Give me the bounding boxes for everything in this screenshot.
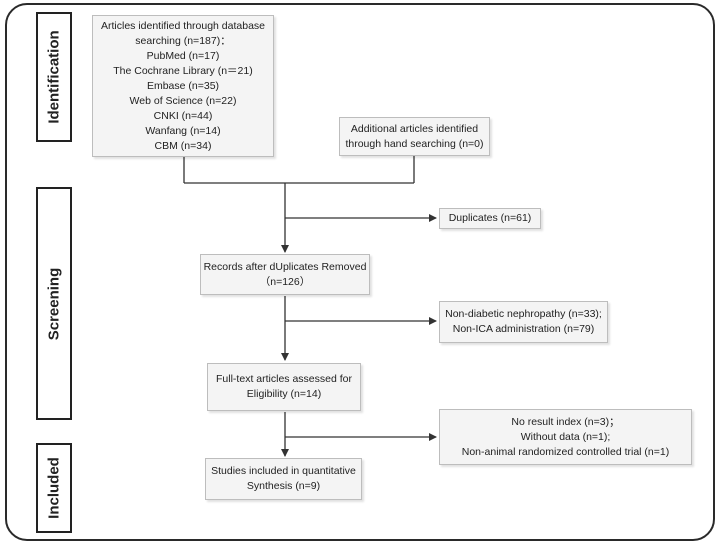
box-text-line: Without data (n=1); <box>520 430 611 443</box>
stage-included: Included <box>36 443 72 533</box>
box-text-line: PubMed (n=17) <box>146 49 220 62</box>
diagram-frame <box>5 3 715 541</box>
box-text-line: Wanfang (n=14) <box>145 124 221 137</box>
box-text-line: Eligibility (n=14) <box>246 388 322 400</box>
box-text-line: Non-diabetic nephropathy (n=33); <box>445 308 602 320</box>
box-text-line: （n=126） <box>259 275 311 288</box>
box-text-line: Synthesis (n=9) <box>246 480 321 492</box>
box-excluded-fulltext: No result index (n=3)； Without data (n=1)… <box>439 409 692 465</box>
box-text-line: Non-animal randomized controlled trial (… <box>461 445 670 458</box>
box-text-line: CNKI (n=44) <box>153 109 213 122</box>
stage-identification: Identification <box>36 12 72 142</box>
box-duplicates: Duplicates (n=61) <box>439 208 541 229</box>
stage-screening: Screening <box>36 187 72 420</box>
box-text-line: Web of Science (n=22) <box>129 94 237 107</box>
box-text-line: Embase (n=35) <box>146 79 220 92</box>
box-database-search: Articles identified through database sear… <box>92 15 274 157</box>
box-excluded-screening: Non-diabetic nephropathy (n=33); Non-ICA … <box>439 301 608 343</box>
box-text-line: Non-ICA administration (n=79) <box>452 323 595 335</box>
box-text-line: Additional articles identified <box>350 122 479 135</box>
box-text-line: CBM (n=34) <box>154 139 212 152</box>
box-text-line: searching (n=187)： <box>135 34 231 47</box>
box-text-line: Articles identified through database <box>100 19 266 32</box>
box-text-line: Full-text articles assessed for <box>216 373 352 385</box>
box-text-line: No result index (n=3)； <box>511 415 620 428</box>
box-text-line: Studies included in quantitative <box>211 465 356 477</box>
box-after-duplicates: Records after dUplicates Removed （n=126） <box>200 254 370 295</box>
box-text-line: Duplicates (n=61) <box>448 212 532 224</box>
box-text-line: The Cochrane Library (n＝21) <box>113 64 253 77</box>
box-hand-search: Additional articles identified through ha… <box>339 117 490 156</box>
box-text-line: through hand searching (n=0) <box>345 137 484 150</box>
box-text-line: Records after dUplicates Removed <box>203 260 367 273</box>
